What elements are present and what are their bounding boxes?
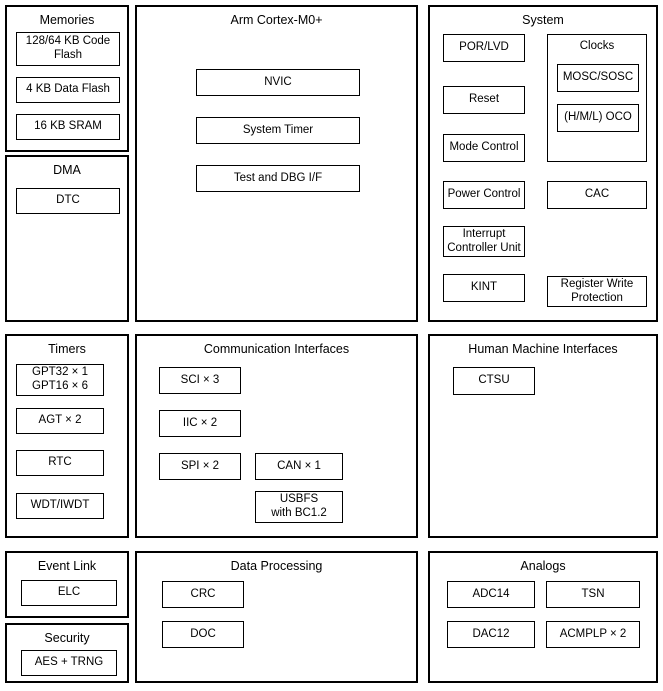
panel-timers: Timers GPT32 × 1 GPT16 × 6 AGT × 2 RTC W… <box>5 334 129 538</box>
block-test-dbg-if: Test and DBG I/F <box>196 165 360 192</box>
block-spi: SPI × 2 <box>159 453 241 480</box>
panel-title-clocks: Clocks <box>579 40 615 52</box>
block-code-flash: 128/64 KB Code Flash <box>16 32 120 66</box>
panel-memories: Memories 128/64 KB Code Flash 4 KB Data … <box>5 5 129 152</box>
block-register-write-protection: Register Write Protection <box>547 276 647 307</box>
panel-title-cpu: Arm Cortex-M0+ <box>230 13 323 27</box>
block-mode-control: Mode Control <box>443 134 525 162</box>
panel-title-data-processing: Data Processing <box>230 559 323 573</box>
panel-title-security: Security <box>44 631 90 645</box>
block-acmplp: ACMPLP × 2 <box>546 621 640 648</box>
panel-system: System POR/LVD Reset Mode Control Power … <box>428 5 658 322</box>
block-kint: KINT <box>443 274 525 302</box>
block-system-timer: System Timer <box>196 117 360 144</box>
block-can: CAN × 1 <box>255 453 343 480</box>
panel-dma: DMA DTC <box>5 155 129 322</box>
block-sci: SCI × 3 <box>159 367 241 394</box>
block-aes-trng: AES + TRNG <box>21 650 117 676</box>
block-por-lvd: POR/LVD <box>443 34 525 62</box>
block-power-control: Power Control <box>443 181 525 209</box>
block-interrupt-controller-unit: Interrupt Controller Unit <box>443 226 525 257</box>
panel-title-dma: DMA <box>53 163 81 177</box>
panel-hmi: Human Machine Interfaces CTSU <box>428 334 658 538</box>
panel-title-hmi: Human Machine Interfaces <box>468 342 618 356</box>
panel-title-communication: Communication Interfaces <box>203 342 350 356</box>
block-mosc-sosc: MOSC/SOSC <box>557 64 639 92</box>
block-oco: (H/M/L) OCO <box>557 104 639 132</box>
block-crc: CRC <box>162 581 244 608</box>
panel-analogs: Analogs ADC14 TSN DAC12 ACMPLP × 2 <box>428 551 658 683</box>
block-iic: IIC × 2 <box>159 410 241 437</box>
panel-title-memories: Memories <box>39 13 95 27</box>
panel-title-system: System <box>522 13 564 27</box>
panel-communication: Communication Interfaces SCI × 3 IIC × 2… <box>135 334 418 538</box>
block-usbfs: USBFS with BC1.2 <box>255 491 343 523</box>
block-dac12: DAC12 <box>447 621 535 648</box>
block-nvic: NVIC <box>196 69 360 96</box>
panel-title-analogs: Analogs <box>520 559 566 573</box>
block-doc: DOC <box>162 621 244 648</box>
block-tsn: TSN <box>546 581 640 608</box>
block-data-flash: 4 KB Data Flash <box>16 77 120 103</box>
block-adc14: ADC14 <box>447 581 535 608</box>
block-cac: CAC <box>547 181 647 209</box>
block-sram: 16 KB SRAM <box>16 114 120 140</box>
panel-cpu: Arm Cortex-M0+ NVIC System Timer Test an… <box>135 5 418 322</box>
block-dtc: DTC <box>16 188 120 214</box>
subpanel-clocks: Clocks MOSC/SOSC (H/M/L) OCO <box>547 34 647 162</box>
block-wdt-iwdt: WDT/IWDT <box>16 493 104 519</box>
block-reset: Reset <box>443 86 525 114</box>
panel-data-processing: Data Processing CRC DOC <box>135 551 418 683</box>
panel-event-link: Event Link ELC <box>5 551 129 618</box>
panel-security: Security AES + TRNG <box>5 623 129 683</box>
panel-title-event-link: Event Link <box>37 559 97 573</box>
block-elc: ELC <box>21 580 117 606</box>
block-rtc: RTC <box>16 450 104 476</box>
block-gpt: GPT32 × 1 GPT16 × 6 <box>16 364 104 396</box>
panel-title-timers: Timers <box>48 342 86 356</box>
block-agt: AGT × 2 <box>16 408 104 434</box>
block-ctsu: CTSU <box>453 367 535 395</box>
